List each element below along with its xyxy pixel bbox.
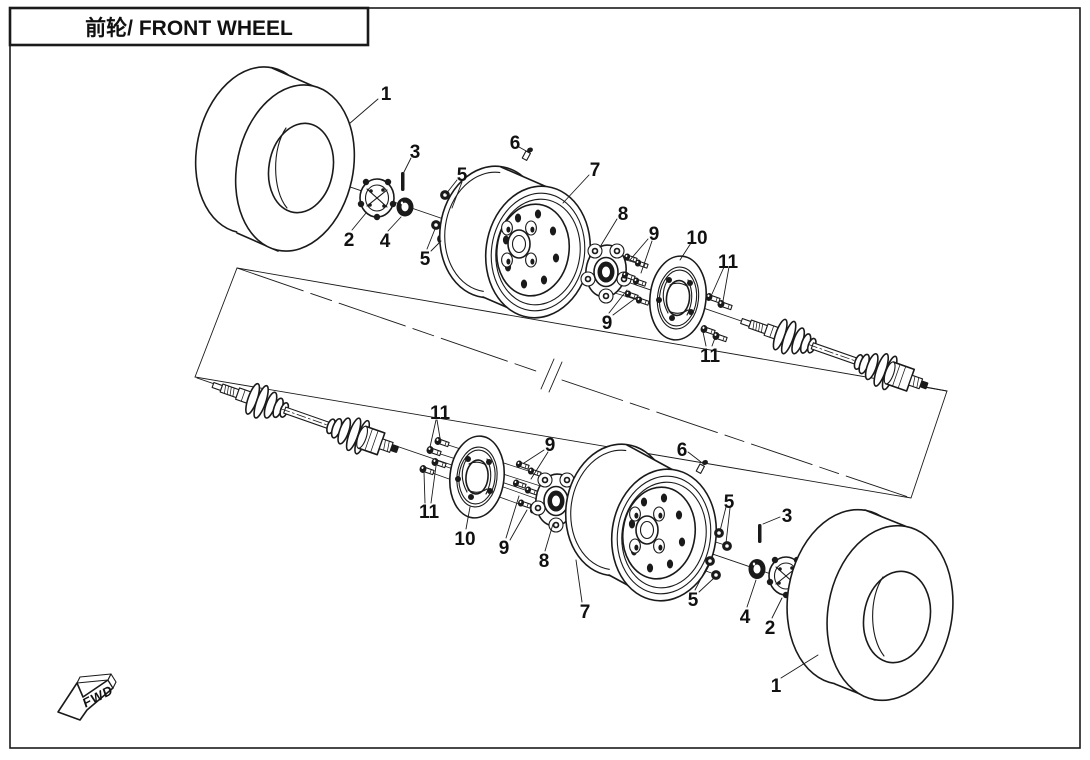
tire-bottom	[786, 508, 954, 702]
part-callout-11: 11	[700, 346, 721, 367]
break-mark	[548, 361, 563, 393]
part-callout-9: 9	[499, 538, 510, 559]
part-callout-6: 6	[510, 133, 521, 154]
arrow-end-face	[107, 673, 117, 689]
cotter-pin-bottom	[758, 524, 762, 543]
valve-stem-bottom	[695, 460, 708, 474]
part-callout-3: 3	[410, 142, 421, 163]
assembly-bottom	[417, 435, 954, 702]
leader-lines	[348, 98, 819, 679]
brake-disc-top	[649, 255, 707, 341]
axle-reference-box	[194, 267, 948, 499]
rim-bottom	[564, 443, 718, 602]
part-callout-9: 9	[602, 313, 613, 334]
part-callout-11: 11	[718, 252, 739, 273]
part-callout-2: 2	[765, 618, 776, 639]
part-callout-9: 9	[545, 435, 556, 456]
part-callout-4: 4	[380, 231, 391, 252]
part-callout-1: 1	[381, 84, 392, 105]
break-mark	[540, 358, 555, 390]
axle-nut-bottom	[748, 559, 766, 579]
part-callout-8: 8	[539, 551, 550, 572]
title-block: 前轮/ FRONT WHEEL	[8, 6, 370, 47]
tire-top	[194, 66, 356, 252]
part-callout-10: 10	[454, 529, 475, 550]
part-callout-5: 5	[420, 249, 431, 270]
fwd-direction-arrow: FWD	[57, 673, 117, 721]
part-callout-5: 5	[688, 590, 699, 611]
part-callout-8: 8	[618, 204, 629, 225]
part-callout-1: 1	[771, 676, 782, 697]
brake-disc-bottom	[449, 435, 505, 519]
part-callout-11: 11	[430, 403, 451, 424]
cotter-pin-top	[401, 172, 405, 191]
part-callout-9: 9	[649, 224, 660, 245]
title-box	[8, 6, 370, 47]
page-title: 前轮/ FRONT WHEEL	[85, 16, 293, 40]
part-callout-3: 3	[782, 506, 793, 527]
hub-cap-top	[357, 178, 397, 221]
part-callout-11: 11	[419, 502, 440, 523]
part-callout-5: 5	[724, 492, 735, 513]
part-callout-5: 5	[457, 165, 468, 186]
part-callout-10: 10	[686, 228, 707, 249]
part-callout-6: 6	[677, 440, 688, 461]
part-callout-2: 2	[344, 230, 355, 251]
part-callout-7: 7	[580, 602, 591, 623]
assembly-top	[194, 66, 734, 344]
drive-shaft-bottom	[211, 381, 399, 456]
drive-shaft-top	[740, 318, 929, 392]
rim-top	[438, 147, 592, 319]
part-callout-7: 7	[590, 160, 601, 181]
hub-top	[580, 243, 632, 304]
part-callout-4: 4	[740, 607, 751, 628]
axle-nut-top	[396, 197, 414, 217]
